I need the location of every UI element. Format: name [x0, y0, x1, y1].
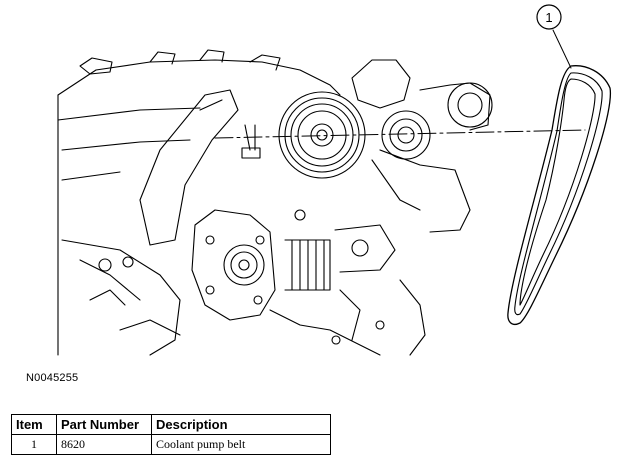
- coolant-pump-belt: [507, 65, 612, 326]
- callout-1-label: 1: [545, 10, 552, 25]
- engine-drawing: [57, 49, 493, 356]
- engine-belt-illustration: 1: [57, 4, 612, 356]
- header-description: Description: [151, 414, 331, 435]
- header-item: Item: [11, 414, 57, 435]
- table-row: 1 8620 Coolant pump belt: [11, 434, 331, 455]
- alignment-centerline: [214, 129, 586, 139]
- callout-1: 1: [536, 4, 562, 30]
- callout-leader-1: [552, 29, 572, 69]
- cell-item: 1: [11, 434, 57, 455]
- cell-part-number: 8620: [56, 434, 152, 455]
- parts-table: Item Part Number Description 1 8620 Cool…: [11, 414, 331, 455]
- cell-description: Coolant pump belt: [151, 434, 331, 455]
- table-header-row: Item Part Number Description: [11, 414, 331, 435]
- header-part-number: Part Number: [56, 414, 152, 435]
- figure-id: N0045255: [26, 372, 79, 384]
